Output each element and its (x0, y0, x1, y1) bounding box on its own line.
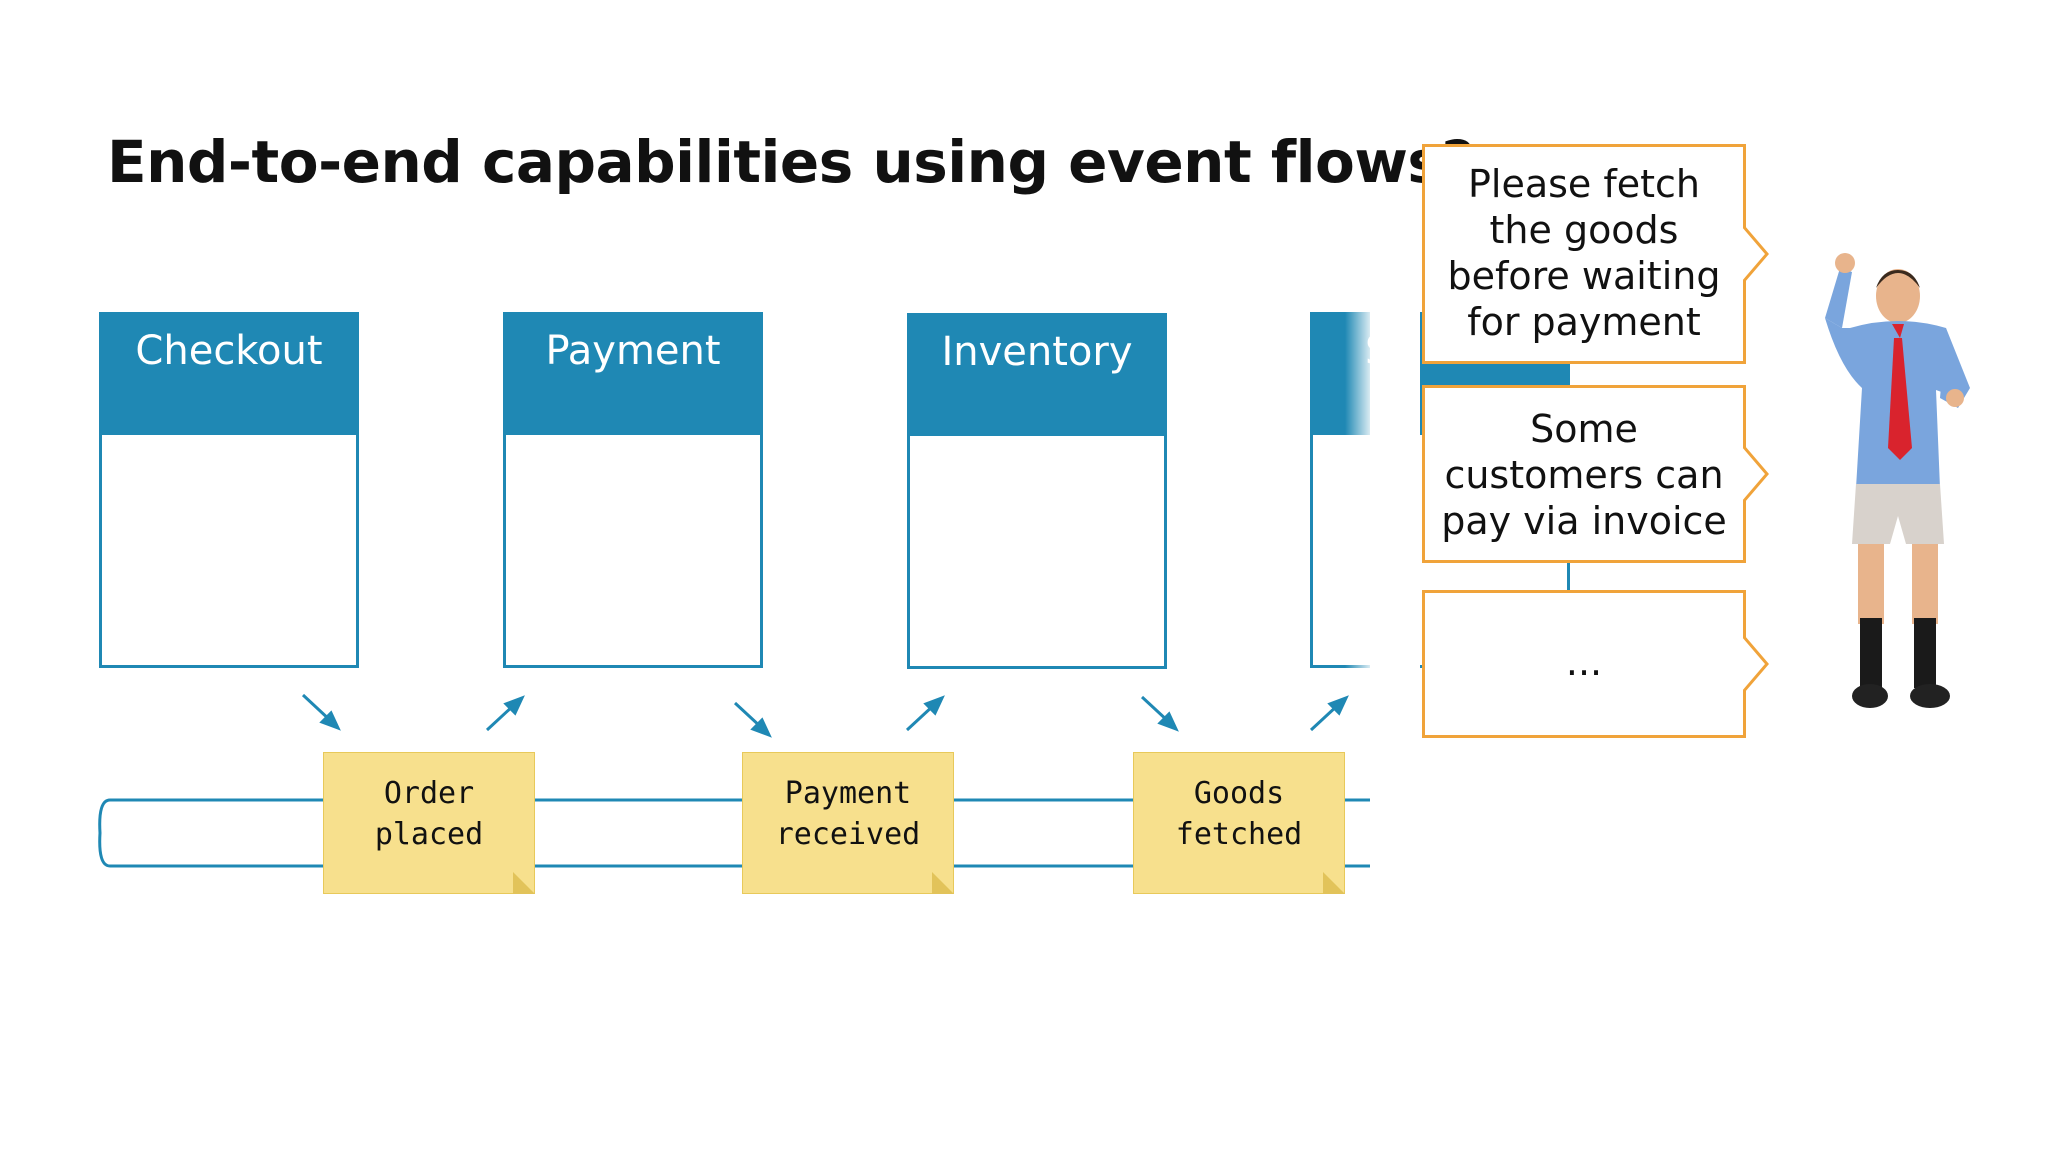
bubble-line: the goods (1489, 208, 1679, 252)
speech-bubble-fetch-goods: Please fetch the goods before waiting fo… (1422, 144, 1769, 364)
bubble-line: for payment (1467, 300, 1701, 344)
event-line2: received (775, 817, 921, 852)
person-illustration (1825, 253, 1970, 708)
service-box-inventory: Inventory (907, 313, 1167, 669)
event-sticky-order-placed: Order placed (323, 752, 535, 894)
event-line2: fetched (1175, 817, 1303, 852)
speech-bubble-ellipsis: ... (1422, 590, 1769, 738)
bubble-line: before waiting (1447, 254, 1721, 298)
event-line1: Payment (784, 776, 912, 811)
slide-title: End-to-end capabilities using event flow… (107, 128, 1475, 196)
sticky-fold (513, 872, 535, 894)
bubble-line: customers can (1444, 453, 1724, 497)
event-line1: Order (383, 776, 475, 811)
speech-bubble-invoice: Some customers can pay via invoice (1422, 385, 1769, 563)
arrows (301, 693, 1349, 738)
bubble-tail (1743, 226, 1769, 282)
bubble-line: Some (1530, 407, 1638, 451)
bubble-tail (1743, 636, 1769, 692)
event-sticky-goods-fetched: Goods fetched (1133, 752, 1345, 894)
bubble-line: ... (1565, 640, 1603, 684)
service-box-checkout: Checkout (99, 312, 359, 668)
service-title: Inventory (910, 316, 1164, 436)
event-line2: placed (374, 817, 484, 852)
bubble-tail (1743, 446, 1769, 502)
event-bus-pipe (98, 693, 1370, 868)
bubble-line: Please fetch (1467, 162, 1701, 206)
cover-overlay (1370, 300, 1420, 900)
event-line1: Goods (1193, 776, 1285, 811)
service-title: Checkout (102, 315, 356, 435)
sticky-fold (932, 872, 954, 894)
sticky-fold (1323, 872, 1345, 894)
bubble-line: pay via invoice (1441, 499, 1727, 543)
event-sticky-payment-received: Payment received (742, 752, 954, 894)
service-title: Payment (506, 315, 760, 435)
service-box-payment: Payment (503, 312, 763, 668)
